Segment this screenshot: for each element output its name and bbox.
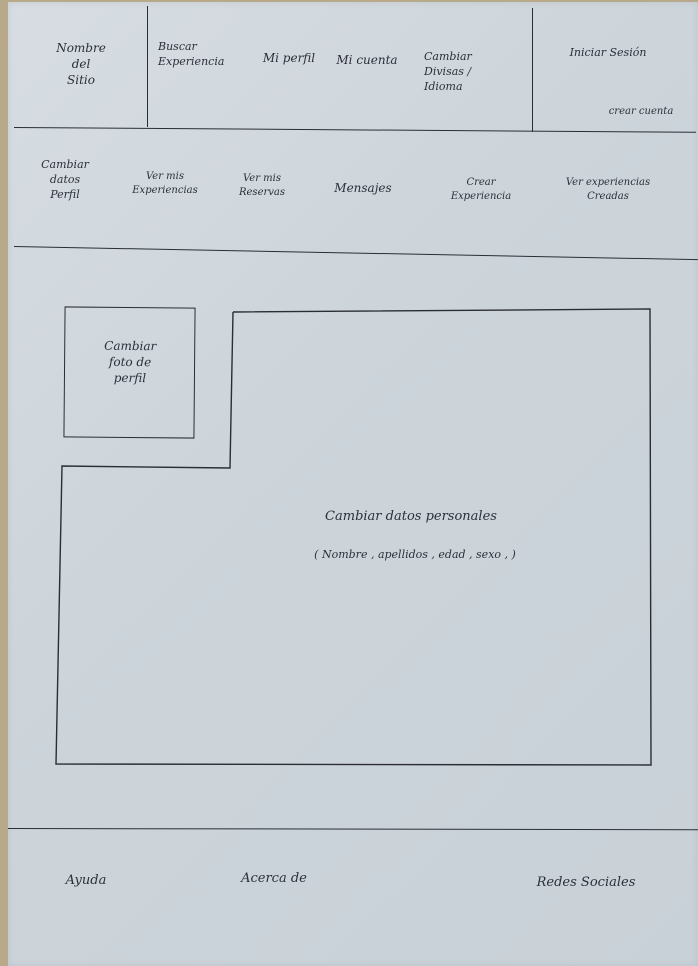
my-reservations-link[interactable]: Ver mis Reservas — [238, 173, 286, 198]
help-link[interactable]: Ayuda — [65, 873, 107, 888]
personal-data-form[interactable]: Cambiar datos personales — [325, 509, 497, 524]
header-divider-1 — [147, 6, 148, 127]
my-account-link[interactable]: Mi cuenta — [336, 53, 398, 67]
login-link[interactable]: Iniciar Sesión — [569, 46, 647, 59]
messages-link[interactable]: Mensajes — [334, 181, 392, 195]
social-networks-link[interactable]: Redes Sociales — [536, 875, 636, 890]
about-link[interactable]: Acerca de — [241, 871, 307, 886]
personal-data-fields: ( Nombre , apellidos , edad , sexo , ) — [314, 548, 516, 561]
create-account-link[interactable]: crear cuenta — [608, 106, 674, 117]
site-name-logo[interactable]: Nombre del Sitio — [56, 41, 106, 88]
my-experiences-link[interactable]: Ver mis Experiencias — [132, 171, 198, 196]
created-experiences-link[interactable]: Ver experiencias Creadas — [565, 177, 651, 202]
search-experience-link[interactable]: Buscar Experiencia — [158, 40, 225, 68]
paper-sheet — [8, 2, 698, 966]
my-profile-link[interactable]: Mi perfil — [262, 51, 316, 65]
create-experience-link[interactable]: Crear Experiencia — [450, 177, 512, 202]
change-currency-language-link[interactable]: Cambiar Divisas / Idioma — [424, 50, 472, 93]
change-profile-data-link[interactable]: Cambiar datos Perfil — [41, 158, 89, 201]
header-divider-2 — [532, 8, 533, 132]
